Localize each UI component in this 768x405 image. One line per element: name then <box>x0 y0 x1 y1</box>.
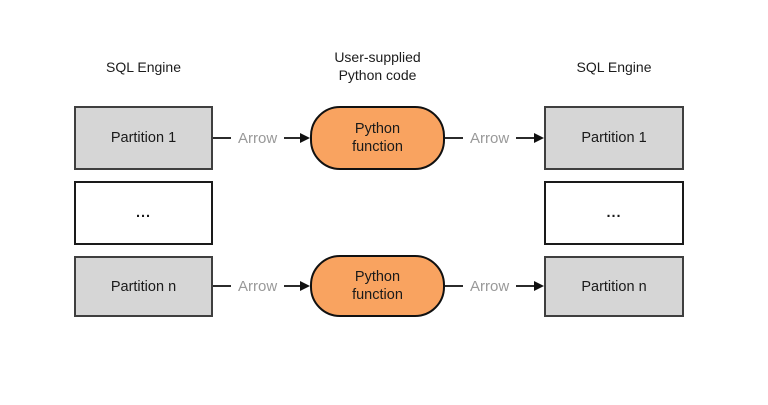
python-function-node-top: Python function <box>310 106 445 170</box>
python-function-bottom-line2: function <box>352 287 403 303</box>
arrowhead-icon <box>534 133 544 143</box>
heading-sql-engine-left: SQL Engine <box>106 59 181 75</box>
arrow-connector-top-right: Arrow <box>445 128 544 148</box>
arrow-line-segment <box>445 137 463 139</box>
arrow-line-segment <box>445 285 463 287</box>
arrow-line-segment <box>516 137 534 139</box>
arrowhead-icon <box>300 133 310 143</box>
arrow-line-segment <box>284 285 300 287</box>
arrow-line-segment <box>213 285 231 287</box>
heading-middle-line2: Python code <box>338 67 417 83</box>
python-function-node-bottom: Python function <box>310 255 445 317</box>
arrow-label: Arrow <box>470 129 510 147</box>
arrow-line-segment <box>213 137 231 139</box>
left-partition-n-box: Partition n <box>74 256 213 317</box>
right-partition-n-box: Partition n <box>544 256 684 317</box>
left-ellipsis-box: ... <box>74 181 213 245</box>
arrowhead-icon <box>300 281 310 291</box>
python-function-bottom-line1: Python <box>354 269 401 285</box>
arrow-label: Arrow <box>238 129 278 147</box>
python-function-top-line1: Python <box>354 121 401 137</box>
arrow-connector-bottom-right: Arrow <box>445 276 544 296</box>
arrow-label: Arrow <box>470 277 510 295</box>
arrow-connector-top-left: Arrow <box>213 128 310 148</box>
left-partition-1-box: Partition 1 <box>74 106 213 170</box>
arrow-line-segment <box>284 137 300 139</box>
heading-middle-line1: User-supplied <box>334 49 421 65</box>
heading-user-supplied-python-code: User-supplied Python code <box>300 48 455 84</box>
arrowhead-icon <box>534 281 544 291</box>
right-partition-1-box: Partition 1 <box>544 106 684 170</box>
heading-sql-engine-right: SQL Engine <box>576 59 652 75</box>
python-function-top-line2: function <box>352 139 403 155</box>
right-ellipsis-box: ... <box>544 181 684 245</box>
arrow-connector-bottom-left: Arrow <box>213 276 310 296</box>
arrow-label: Arrow <box>238 277 278 295</box>
arrow-line-segment <box>516 285 534 287</box>
